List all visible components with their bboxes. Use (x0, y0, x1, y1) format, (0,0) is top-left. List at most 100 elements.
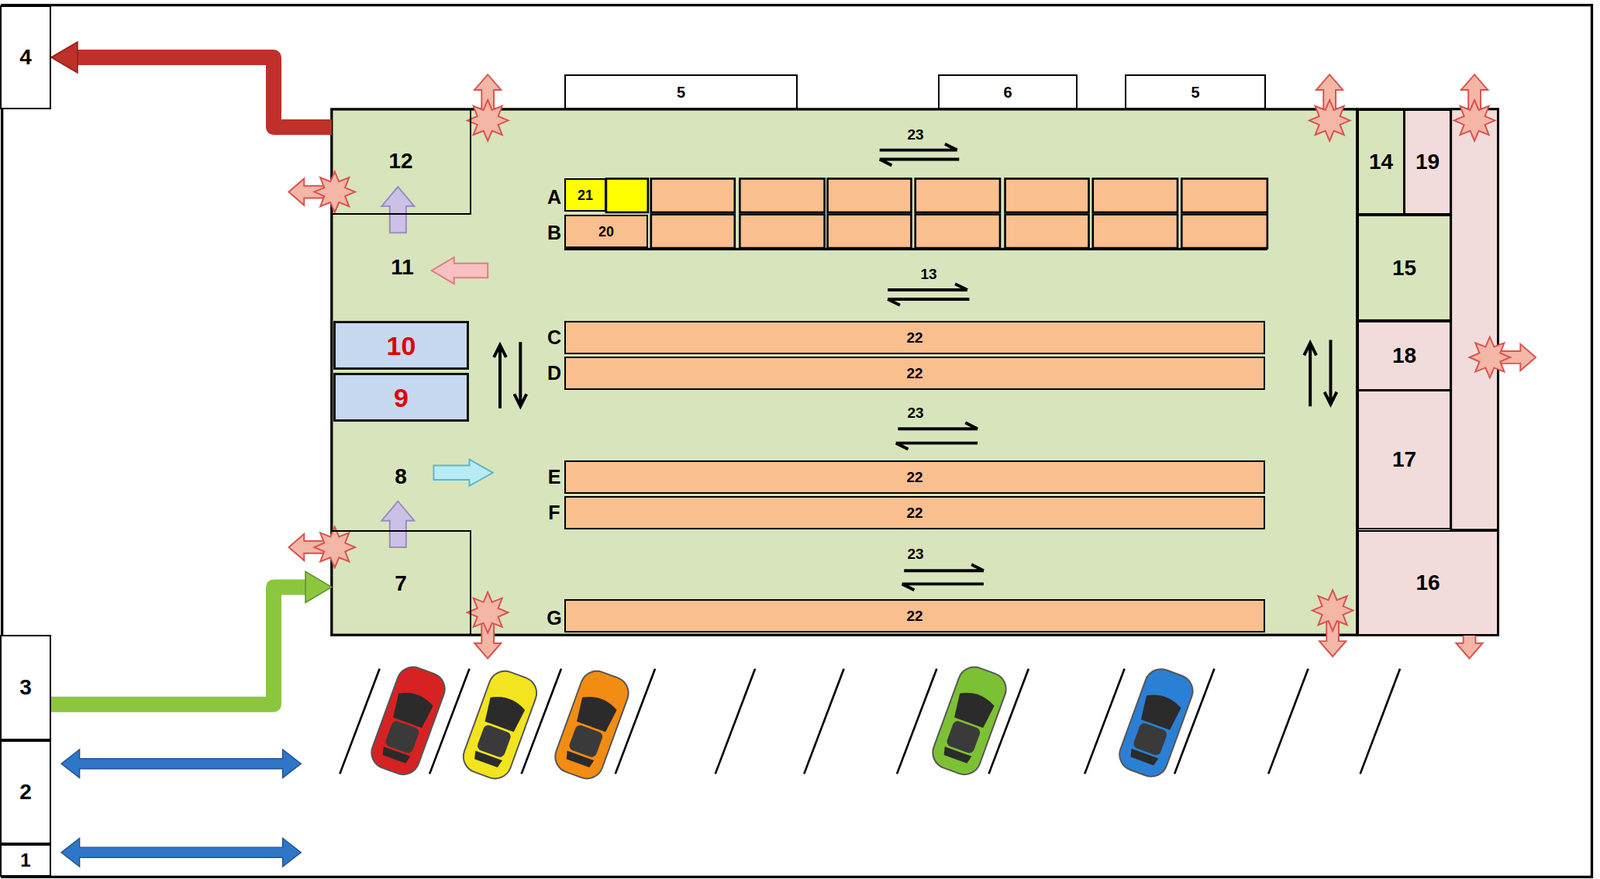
shelf-cell (915, 214, 1000, 249)
flow-connector (74, 57, 332, 128)
callout-label: 23 (906, 127, 924, 142)
callout-label: F (548, 503, 560, 523)
node-label: 22 (906, 330, 923, 345)
node-label: 19 (1415, 151, 1440, 173)
callout-label: B (547, 223, 562, 243)
node-label: 1 (20, 851, 31, 870)
callout-label: 8 (394, 465, 407, 488)
shelf-cells (606, 178, 1268, 249)
node-label: 7 (394, 572, 407, 595)
parking-line (896, 668, 937, 775)
room: 16 (1357, 530, 1499, 636)
car (927, 662, 1011, 780)
shelf-cell (739, 178, 825, 212)
aisle-arrow (1303, 343, 1317, 407)
shelf-row: 22 (564, 460, 1266, 494)
shelf-cell (1181, 178, 1268, 212)
shelf-cell (606, 178, 649, 212)
shelf-cell (1181, 214, 1268, 249)
callout-label: A (547, 187, 562, 207)
room: 18 (1357, 320, 1452, 391)
aisle-arrow (887, 299, 969, 306)
shelf-cell (651, 214, 735, 249)
callout-label: 23 (906, 405, 924, 421)
node-label: 5 (676, 84, 686, 100)
aisle-arrow (887, 283, 968, 290)
aisle-arrow (896, 443, 978, 450)
area-box: 2 (0, 740, 52, 845)
exit-burst (289, 171, 356, 213)
flow-connector (51, 586, 309, 704)
aisle-arrow (513, 341, 527, 407)
cars (366, 662, 1197, 784)
road-arrows (61, 749, 301, 867)
aisle-arrow (1324, 340, 1338, 405)
building-floor (331, 109, 1358, 635)
room: 15 (1357, 214, 1452, 321)
counter-box: 10 (333, 320, 469, 370)
exit-burst (467, 74, 509, 142)
arrow-head (305, 571, 332, 603)
callout-label: 23 (906, 546, 924, 562)
area-box: 1 (0, 844, 52, 877)
node-label: 2 (19, 781, 32, 804)
area-box: 3 (0, 634, 52, 741)
shelf-cell (739, 214, 825, 249)
node-label: 16 (1415, 572, 1440, 594)
car (458, 666, 542, 783)
shelf-cell (915, 178, 1000, 212)
shelf-row: 22 (564, 320, 1266, 355)
two-way-arrow (61, 837, 301, 867)
two-way-arrow (61, 749, 301, 779)
side-area (1357, 109, 1499, 635)
door-box: 6 (937, 74, 1078, 110)
exit-burst (467, 592, 509, 659)
aisle-arrow (897, 422, 978, 429)
node-label: 4 (19, 46, 32, 69)
shelf-cell (827, 214, 912, 249)
shelf-cell (827, 178, 912, 212)
shelf-cell (1005, 214, 1090, 249)
callout-label: D (547, 363, 562, 383)
room: 14 (1357, 109, 1405, 215)
node-label: 3 (19, 676, 32, 699)
exit-burst (1309, 74, 1351, 142)
room: 17 (1357, 389, 1452, 530)
room: 7 (331, 530, 472, 636)
room: 12 (331, 109, 472, 215)
aisle-arrow (903, 564, 984, 571)
parking-line (803, 668, 844, 775)
aisle-arrow (493, 344, 507, 409)
car (1114, 664, 1197, 781)
callout-label: G (546, 608, 562, 628)
shelf-cell (1093, 214, 1178, 249)
node-label: 21 (577, 188, 594, 203)
node-label: 9 (393, 384, 409, 411)
node-label: 14 (1368, 151, 1394, 173)
shelf-row: 22 (564, 599, 1266, 633)
page-border (2, 5, 1593, 878)
flow-arrow (431, 257, 488, 284)
node-label: 5 (1190, 84, 1200, 100)
flow-arrow (433, 459, 493, 487)
node-label: 22 (906, 469, 923, 485)
callout-label: C (547, 327, 562, 348)
node-label: 20 (598, 224, 614, 239)
callout-label: 11 (390, 256, 414, 279)
aisle-arrow (902, 583, 984, 590)
car (550, 666, 633, 783)
node-label: 10 (386, 332, 417, 359)
exit-burst (1454, 74, 1496, 142)
exit-burst (1312, 589, 1354, 657)
shelf-cell (1005, 178, 1090, 212)
node-label: 22 (906, 608, 923, 624)
door-box: 5 (1124, 74, 1266, 110)
flow-arrow (381, 501, 414, 548)
shelf-cell: 20 (564, 214, 649, 249)
counter-box: 9 (333, 372, 469, 422)
room: 19 (1403, 109, 1452, 215)
traffic-arrows (493, 144, 1337, 591)
exit-burst (289, 527, 356, 569)
arrow-head (51, 41, 78, 73)
aisle-arrow (879, 144, 958, 151)
